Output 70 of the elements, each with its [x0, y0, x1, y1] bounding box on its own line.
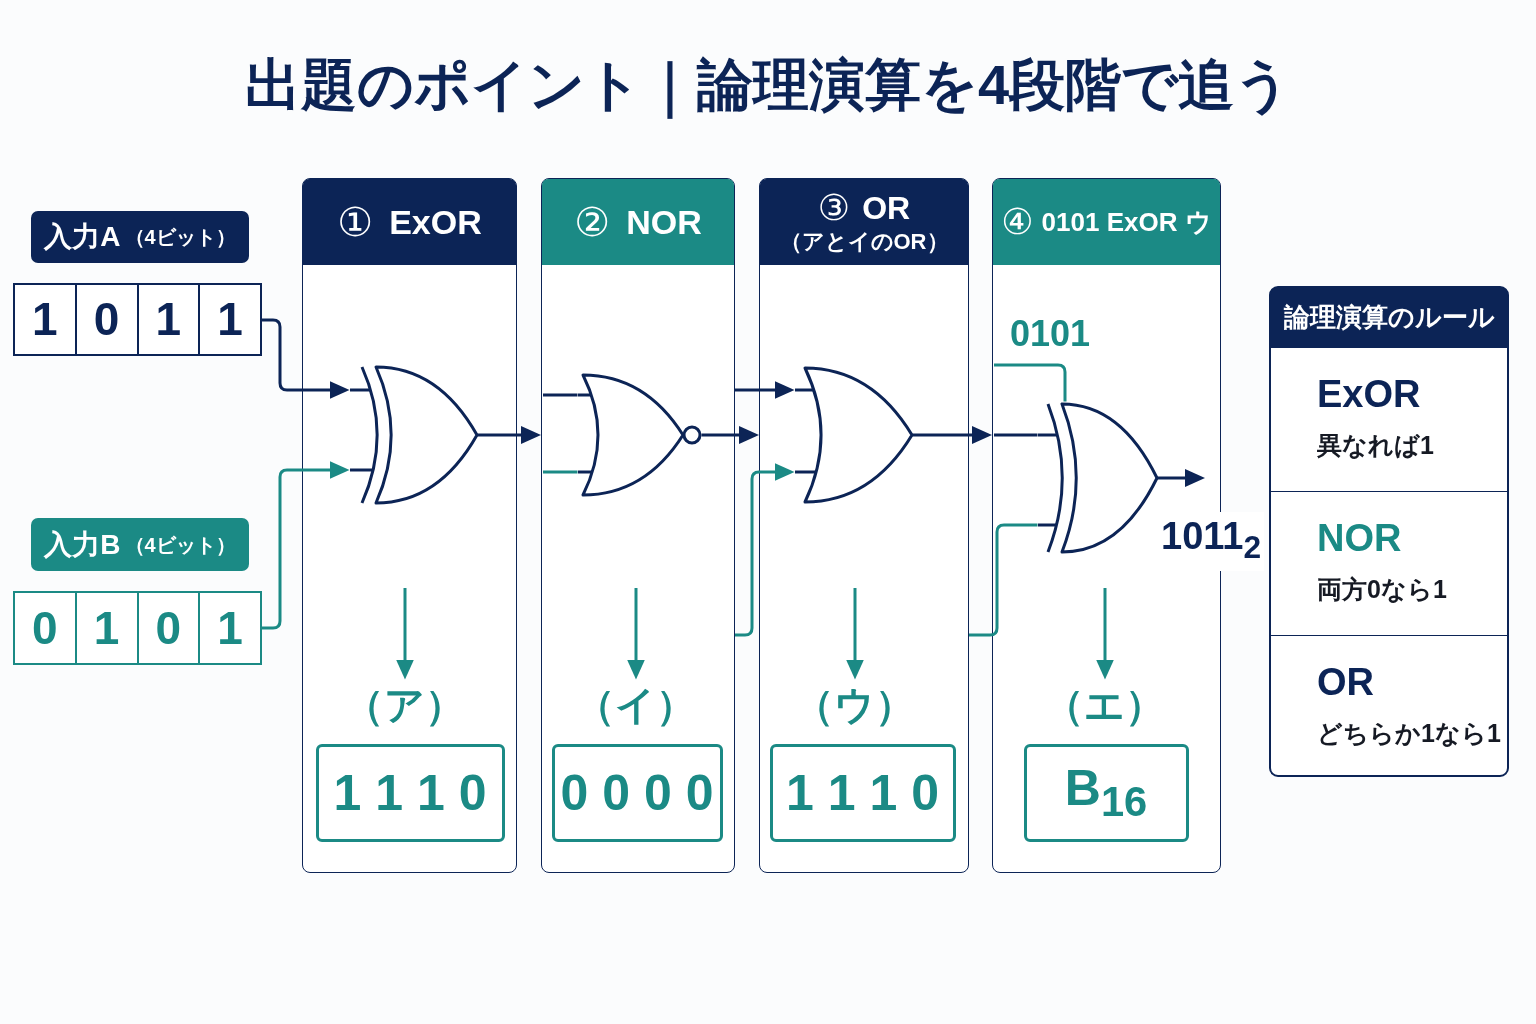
bit-register [13, 591, 262, 665]
bit-digit: 1 [198, 593, 260, 663]
rule-title: NOR [1317, 516, 1402, 560]
step-panel [759, 178, 969, 873]
result-value: 1 1 1 0 [333, 767, 487, 818]
rule-title: ExOR [1317, 372, 1421, 416]
arrow [735, 463, 795, 637]
result-value: B$_{16}$ [1064, 762, 1148, 823]
input-badge [31, 518, 249, 571]
bit-digit: 0 [136, 593, 199, 663]
result-label: （ア） [329, 679, 480, 730]
arrow [477, 426, 541, 444]
step-title: NOR [626, 205, 702, 239]
step-number: ④ [1001, 204, 1034, 240]
xor-gate-symbol [1037, 401, 1158, 554]
bit-digit: 0 [74, 285, 137, 354]
badge-title: 入力B [44, 530, 121, 559]
bit-digit: 1 [198, 285, 260, 354]
rule-title: OR [1317, 660, 1374, 704]
step-title: 0101 ExOR ウ [1041, 209, 1212, 235]
bit-digit: 1 [136, 285, 199, 354]
step-title: OR [862, 191, 911, 224]
result-value: 1 1 1 0 [786, 767, 939, 818]
arrow [1157, 469, 1205, 487]
rules-panel [1269, 286, 1509, 777]
result-label: （エ） [1029, 679, 1180, 730]
arrow [912, 426, 992, 444]
bit-digit: 0 [31, 601, 59, 656]
wire-line [994, 433, 1038, 437]
arrow [701, 426, 759, 444]
arrow [262, 461, 350, 630]
arrow [627, 588, 645, 680]
step-title: ExOR [389, 205, 482, 239]
step-subtitle: （アとイのOR） [778, 229, 950, 255]
nor-gate-symbol [577, 371, 702, 498]
arrow [262, 318, 350, 399]
rule-description: どちらか1なら1 [1317, 718, 1501, 749]
bit-register [13, 283, 262, 356]
result-box [315, 743, 505, 842]
arrow [846, 588, 864, 680]
result-value: 0 0 0 0 [560, 767, 714, 818]
arrow [735, 381, 795, 399]
input-badge [31, 211, 249, 263]
step-number: ② [574, 202, 611, 242]
or-gate-symbol [794, 365, 913, 504]
result-label: （ウ） [779, 679, 930, 730]
step-number: ① [337, 202, 374, 242]
result-box [1023, 743, 1189, 842]
bit-digit: 1 [74, 593, 137, 663]
step-panel [302, 178, 517, 873]
wire-line [969, 523, 1038, 637]
wire-line [543, 470, 578, 474]
badge-subtitle: （4ビット） [124, 227, 236, 247]
bit-digit: 1 [31, 292, 59, 347]
panel-title: 論理演算のルール [1282, 301, 1496, 334]
xor-gate-symbol [349, 364, 478, 505]
result-box [551, 743, 723, 842]
badge-title: 入力A [44, 223, 121, 251]
rule-description: 異なれば1 [1317, 430, 1434, 461]
step-number: ③ [817, 189, 851, 226]
diagram-title: 出題のポイント｜論理演算を4段階で追う [0, 40, 1536, 130]
wire-line [543, 393, 578, 397]
rule-description: 両方0なら1 [1317, 574, 1447, 605]
result-label: （イ） [560, 679, 711, 730]
arrow [1096, 588, 1114, 680]
result-box [769, 743, 956, 842]
step-panel [541, 178, 735, 873]
arrow [396, 588, 414, 680]
wire-line [994, 363, 1067, 402]
badge-subtitle: （4ビット） [124, 534, 236, 555]
